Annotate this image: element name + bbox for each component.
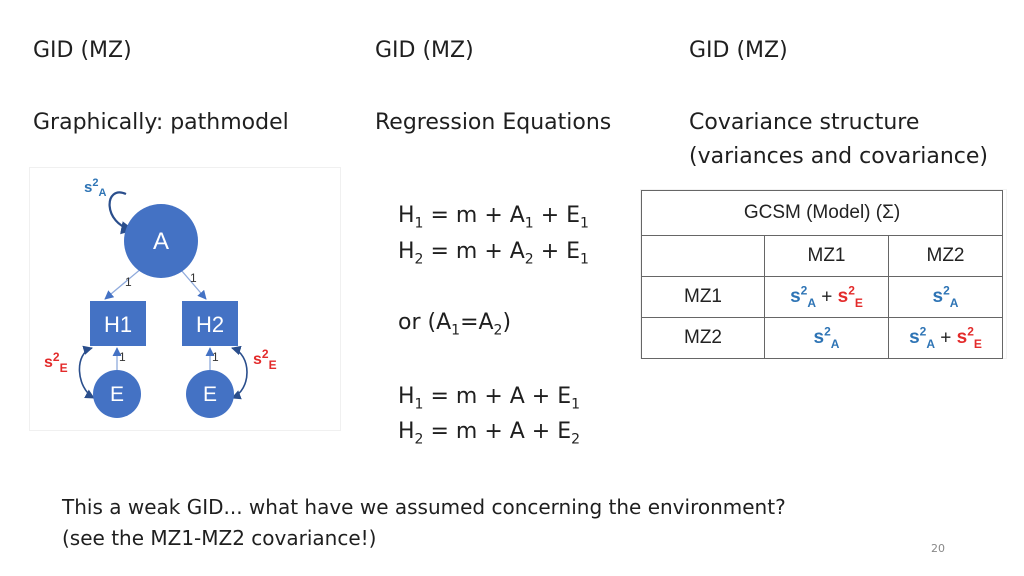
col3-heading: GID (MZ) <box>689 38 788 63</box>
col3-subheading-line1: Covariance structure <box>689 110 920 135</box>
table-row: MZ2 s2A s2A + s2E <box>641 317 1003 359</box>
path-diagram-svg: A H1 H2 E E 1 1 1 1 s2A s2E s2E <box>44 177 277 418</box>
col1-subheading: Graphically: pathmodel <box>33 110 289 135</box>
equation-1: H1 = m + A1 + E1 <box>398 203 589 232</box>
col2-heading: GID (MZ) <box>375 38 474 63</box>
node-e1-circle <box>93 370 141 418</box>
variance-label-a: s2A <box>84 177 106 199</box>
cell-mz2-mz1: s2A <box>764 317 889 359</box>
path-diagram: A H1 H2 E E 1 1 1 1 s2A s2E s2E <box>30 168 340 430</box>
node-e2-circle <box>186 370 234 418</box>
equation-or: or (A1=A2) <box>398 310 512 339</box>
footer-line-1: This a weak GID... what have we assumed … <box>62 495 786 519</box>
variance-label-e1: s2E <box>44 350 68 375</box>
node-e2-label: E <box>203 383 217 406</box>
coef-a-h1: 1 <box>125 275 132 289</box>
table-row: MZ1 s2A + s2E s2A <box>641 276 1003 318</box>
coef-e2-h2: 1 <box>212 350 219 364</box>
table-corner-cell <box>641 235 765 277</box>
variance-loop-e2 <box>231 345 248 400</box>
col3-subheading-line2: (variances and covariance) <box>689 144 988 169</box>
table-row-header-mz1: MZ1 <box>641 276 765 318</box>
variance-label-e2: s2E <box>253 347 277 372</box>
cell-mz1-mz2: s2A <box>888 276 1003 318</box>
covariance-table: GCSM (Model) (Σ) MZ1 MZ2 MZ1 s2A + s2E s… <box>641 190 1003 359</box>
equation-4: H2 = m + A + E2 <box>398 419 581 448</box>
table-col-header-mz2: MZ2 <box>888 235 1003 277</box>
table-col-header-mz1: MZ1 <box>764 235 889 277</box>
node-a-label: A <box>153 228 169 255</box>
col1-heading: GID (MZ) <box>33 38 132 63</box>
node-h2-label: H2 <box>196 312 224 337</box>
node-a-circle <box>124 204 198 278</box>
page-number: 20 <box>931 542 945 555</box>
equation-3: H1 = m + A + E1 <box>398 384 581 413</box>
cell-mz2-mz2: s2A + s2E <box>888 317 1003 359</box>
cell-mz1-mz1: s2A + s2E <box>764 276 889 318</box>
variance-loop-e1 <box>78 345 95 399</box>
node-e1-label: E <box>110 383 124 406</box>
table-header-row: MZ1 MZ2 <box>641 235 1003 277</box>
node-h1-box <box>90 301 146 346</box>
variance-loop-a <box>108 191 135 235</box>
node-h1-label: H1 <box>104 312 132 337</box>
equation-2: H2 = m + A2 + E1 <box>398 239 589 268</box>
covariance-table-container: GCSM (Model) (Σ) MZ1 MZ2 MZ1 s2A + s2E s… <box>641 190 1006 359</box>
node-h2-box <box>182 301 238 346</box>
col2-subheading: Regression Equations <box>375 110 612 135</box>
table-title-row: GCSM (Model) (Σ) <box>641 190 1003 236</box>
table-title: GCSM (Model) (Σ) <box>641 190 1003 236</box>
coef-e1-h1: 1 <box>119 350 126 364</box>
table-row-header-mz2: MZ2 <box>641 317 765 359</box>
coef-a-h2: 1 <box>190 271 197 285</box>
footer-line-2: (see the MZ1-MZ2 covariance!) <box>62 526 377 550</box>
